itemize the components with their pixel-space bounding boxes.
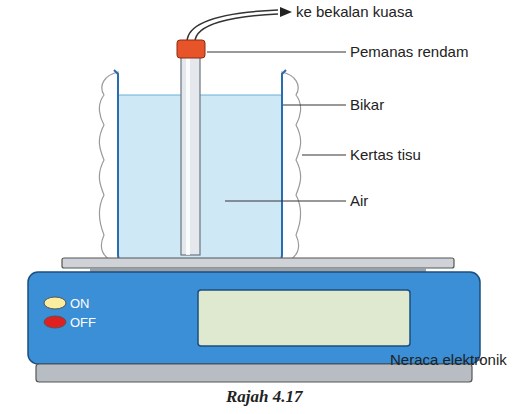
power-label: ke bekalan kuasa xyxy=(296,3,413,21)
balance-label: Neraca elektronik xyxy=(390,351,507,369)
leader-line xyxy=(207,52,346,53)
wire xyxy=(195,14,278,42)
leader-line xyxy=(302,155,346,156)
water-label: Air xyxy=(350,192,368,210)
button-label: OFF xyxy=(70,314,96,332)
button-label: ON xyxy=(70,295,90,313)
wire xyxy=(187,10,278,42)
heater-shine xyxy=(186,56,190,255)
tissue-paper xyxy=(282,72,301,264)
leader-line xyxy=(283,105,346,106)
tissue-paper xyxy=(99,72,118,264)
heater-rod xyxy=(181,56,200,255)
tissue-label: Kertas tisu xyxy=(350,146,421,164)
scale-body xyxy=(28,272,480,364)
scale-display xyxy=(198,290,410,346)
on-button xyxy=(44,297,66,309)
arrow-head xyxy=(280,7,292,17)
heater-label: Pemanas rendam xyxy=(350,43,468,61)
off-button xyxy=(44,316,66,328)
scale-pan xyxy=(62,258,454,268)
figure-caption: Rajah 4.17 xyxy=(226,388,303,406)
beaker-label: Bikar xyxy=(350,96,384,114)
leader-line xyxy=(225,201,346,202)
heater-cap xyxy=(177,40,205,58)
